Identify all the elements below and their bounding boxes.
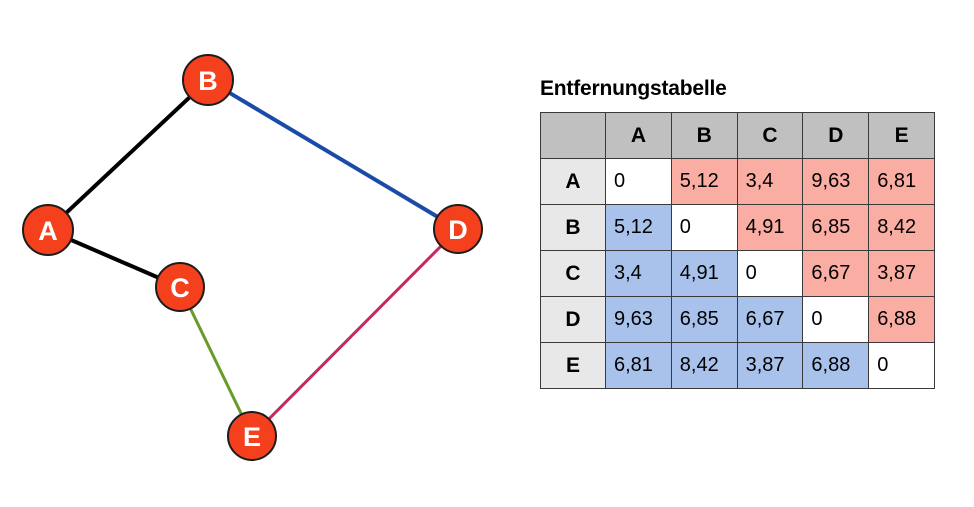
node-label-b: B <box>198 66 218 96</box>
graph-node-c[interactable]: C <box>155 262 205 312</box>
node-label-c: C <box>170 273 190 303</box>
node-label-a: A <box>38 216 58 246</box>
table-cell-e-d[interactable]: 6,88 <box>802 342 870 389</box>
table-cell-c-b[interactable]: 4,91 <box>670 250 738 297</box>
table-cell-d-b[interactable]: 6,85 <box>670 296 738 343</box>
table-col-header-a[interactable]: A <box>605 112 672 159</box>
table-cell-d-a[interactable]: 9,63 <box>605 296 672 343</box>
graph-edges <box>64 90 443 421</box>
table-cell-c-d[interactable]: 6,67 <box>802 250 870 297</box>
table-cell-e-b[interactable]: 8,42 <box>670 342 738 389</box>
table-col-header-c[interactable]: C <box>736 112 804 159</box>
table-col-header-e[interactable]: E <box>868 112 935 159</box>
table-cell-e-c[interactable]: 3,87 <box>736 342 804 389</box>
table-cell-a-b[interactable]: 5,12 <box>670 158 738 205</box>
table-cell-e-e[interactable]: 0 <box>868 342 935 389</box>
graph-panel: A B C D E <box>22 54 483 461</box>
table-cell-a-a[interactable]: 0 <box>605 158 672 205</box>
table-cell-a-d[interactable]: 9,63 <box>802 158 870 205</box>
table-row-header-c[interactable]: C <box>540 250 606 297</box>
table-cell-a-c[interactable]: 3,4 <box>736 158 804 205</box>
table-row-header-e[interactable]: E <box>540 342 606 389</box>
table-cell-d-c[interactable]: 6,67 <box>736 296 804 343</box>
node-circle-d[interactable] <box>433 204 483 254</box>
table-cell-d-e[interactable]: 6,88 <box>868 296 935 343</box>
table-cell-c-e[interactable]: 3,87 <box>868 250 935 297</box>
table-cell-b-d[interactable]: 6,85 <box>802 204 870 251</box>
table-cell-c-a[interactable]: 3,4 <box>605 250 672 297</box>
graph-node-b[interactable]: B <box>182 54 234 106</box>
graph-node-e[interactable]: E <box>227 411 277 461</box>
graph-edge-c-e <box>188 307 244 416</box>
graph-node-d[interactable]: D <box>433 204 483 254</box>
table-cell-b-e[interactable]: 8,42 <box>868 204 935 251</box>
table-row-header-a[interactable]: A <box>540 158 606 205</box>
graph-edge-a-b <box>64 94 192 216</box>
graph-edge-b-d <box>227 90 440 219</box>
table-cell-b-b[interactable]: 0 <box>670 204 738 251</box>
table-col-header-b[interactable]: B <box>670 112 738 159</box>
graph-node-a[interactable]: A <box>22 204 74 256</box>
node-circle-a[interactable] <box>22 204 74 256</box>
table-cell-c-c[interactable]: 0 <box>736 250 804 297</box>
graph-edge-d-e <box>267 244 443 421</box>
node-label-d: D <box>448 215 468 245</box>
graph-nodes: A B C D E <box>22 54 483 461</box>
table-cell-d-d[interactable]: 0 <box>802 296 870 343</box>
table-row-header-b[interactable]: B <box>540 204 606 251</box>
table-cell-e-a[interactable]: 6,81 <box>605 342 672 389</box>
table-row-header-d[interactable]: D <box>540 296 606 343</box>
table-col-header-d[interactable]: D <box>802 112 870 159</box>
table-cell-a-e[interactable]: 6,81 <box>868 158 935 205</box>
graph-edge-a-c <box>69 237 160 280</box>
node-circle-c[interactable] <box>155 262 205 312</box>
table-corner-cell <box>540 112 606 159</box>
node-circle-b[interactable] <box>182 54 234 106</box>
node-circle-e[interactable] <box>227 411 277 461</box>
table-cell-b-a[interactable]: 5,12 <box>605 204 672 251</box>
table-cell-b-c[interactable]: 4,91 <box>736 204 804 251</box>
node-label-e: E <box>243 422 261 452</box>
table-title: Entfernungstabelle <box>540 77 727 100</box>
distance-graph-svg: A B C D E <box>22 54 483 461</box>
